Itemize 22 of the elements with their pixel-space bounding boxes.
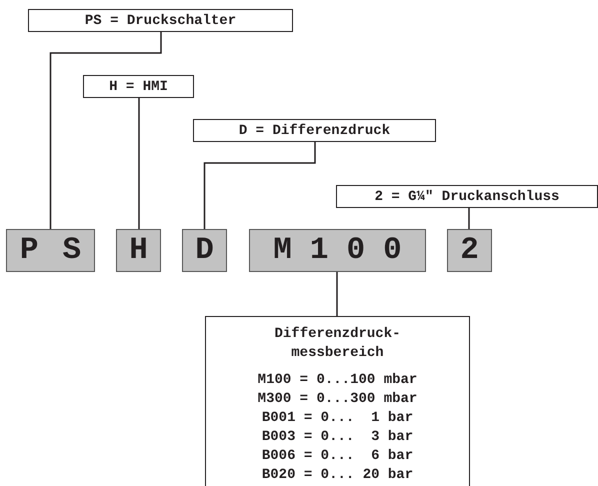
- label-box: D = Differenzdruck: [193, 119, 436, 142]
- description-box: [205, 316, 470, 486]
- range-entry: B020 = 0... 20 bar: [262, 466, 414, 485]
- leader-line: [50, 32, 162, 229]
- range-entry: B003 = 0... 3 bar: [262, 428, 414, 447]
- leader-line: [138, 98, 140, 229]
- range-entry: M100 = 0...100 mbar: [258, 371, 418, 390]
- leader-line: [204, 142, 316, 229]
- code-segment: D: [182, 229, 227, 272]
- label-box: PS = Druckschalter: [28, 9, 293, 32]
- code-segment: M100: [249, 229, 426, 272]
- label-box: H = HMI: [83, 75, 194, 98]
- label-box: 2 = G¼″ Druckanschluss: [336, 185, 598, 208]
- code-segment: PS: [6, 229, 95, 272]
- leader-line: [336, 272, 338, 316]
- range-entry: B001 = 0... 1 bar: [262, 409, 414, 428]
- range-entry: M300 = 0...300 mbar: [258, 390, 418, 409]
- leader-line: [468, 208, 470, 229]
- code-segment: 2: [447, 229, 492, 272]
- description-heading: Differenzdruck- messbereich: [273, 325, 402, 363]
- code-segment: H: [116, 229, 161, 272]
- range-entry: B006 = 0... 6 bar: [262, 447, 414, 466]
